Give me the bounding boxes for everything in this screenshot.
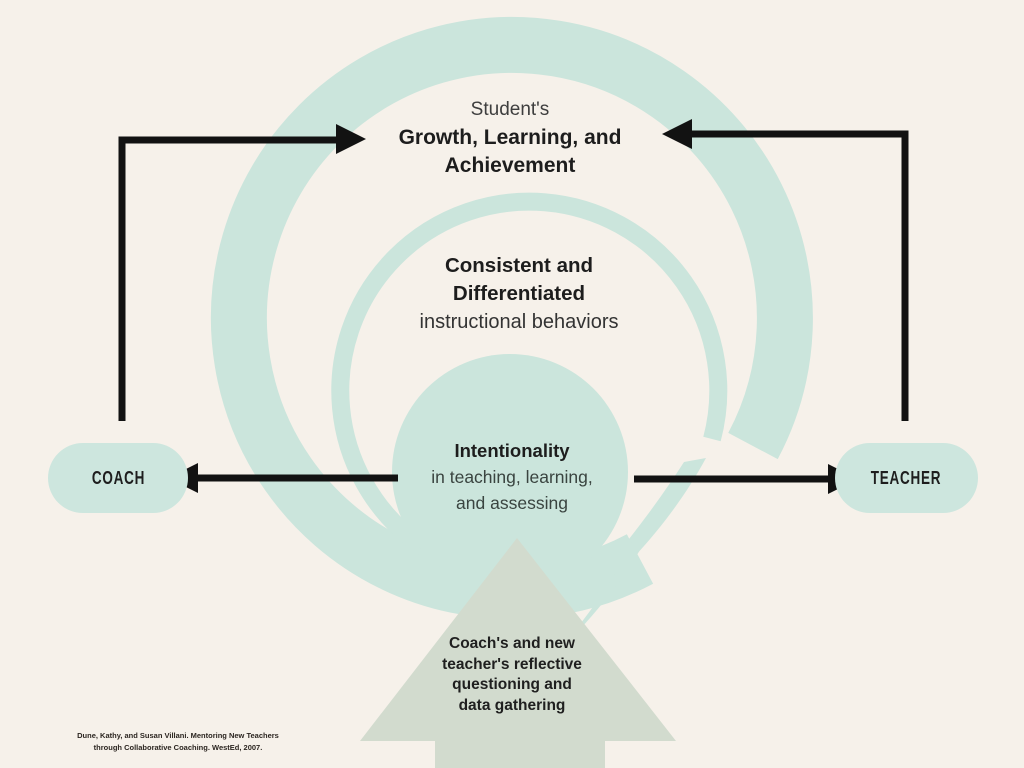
coach-pill: COACH xyxy=(48,443,188,513)
intentionality-circle xyxy=(392,354,628,590)
intentionality-label: Intentionality in teaching, learning, an… xyxy=(392,438,632,516)
swoosh-blade-icon xyxy=(552,458,706,628)
arrow-label-line4: data gathering xyxy=(458,696,566,714)
teacher-to-student-arrow xyxy=(662,119,909,421)
coach-pill-label: COACH xyxy=(91,467,145,488)
upward-arrow xyxy=(360,538,676,768)
arrowhead-right-icon xyxy=(336,124,366,154)
consistent-line1: Consistent and xyxy=(444,254,594,277)
arrowhead-left-icon xyxy=(662,119,692,149)
consistent-line3: instructional behaviors xyxy=(419,311,619,333)
student-growth-line1: Student's xyxy=(470,99,550,120)
citation-line1: Dune, Kathy, and Susan Villani. Mentorin… xyxy=(77,731,279,740)
coach-to-student-arrow xyxy=(118,124,366,421)
arrow-label-line3: questioning and xyxy=(452,676,572,693)
intentionality-line2: in teaching, learning, xyxy=(431,467,593,487)
citation: Dune, Kathy, and Susan Villani. Mentorin… xyxy=(58,730,298,754)
reflective-questioning-label: Coach's and new teacher's reflective que… xyxy=(412,634,612,716)
teacher-pill: TEACHER xyxy=(835,443,978,513)
intentionality-line1: Intentionality xyxy=(454,440,570,461)
swoosh-blade-icon xyxy=(560,528,652,650)
consistent-differentiated-label: Consistent and Differentiated instructio… xyxy=(369,252,669,336)
outer-ring xyxy=(210,16,813,619)
teacher-pill-label: TEACHER xyxy=(871,467,942,488)
student-growth-line3: Achievement xyxy=(444,154,576,177)
consistent-line2: Differentiated xyxy=(452,282,586,305)
intentionality-line3: and assessing xyxy=(456,493,568,513)
citation-line2: through Collaborative Coaching. WestEd, … xyxy=(93,743,263,752)
student-growth-label: Student's Growth, Learning, and Achievem… xyxy=(330,96,690,180)
arrow-label-line1: Coach's and new xyxy=(449,635,575,652)
arrow-label-line2: teacher's reflective xyxy=(442,655,582,673)
student-growth-line2: Growth, Learning, and xyxy=(398,126,622,149)
